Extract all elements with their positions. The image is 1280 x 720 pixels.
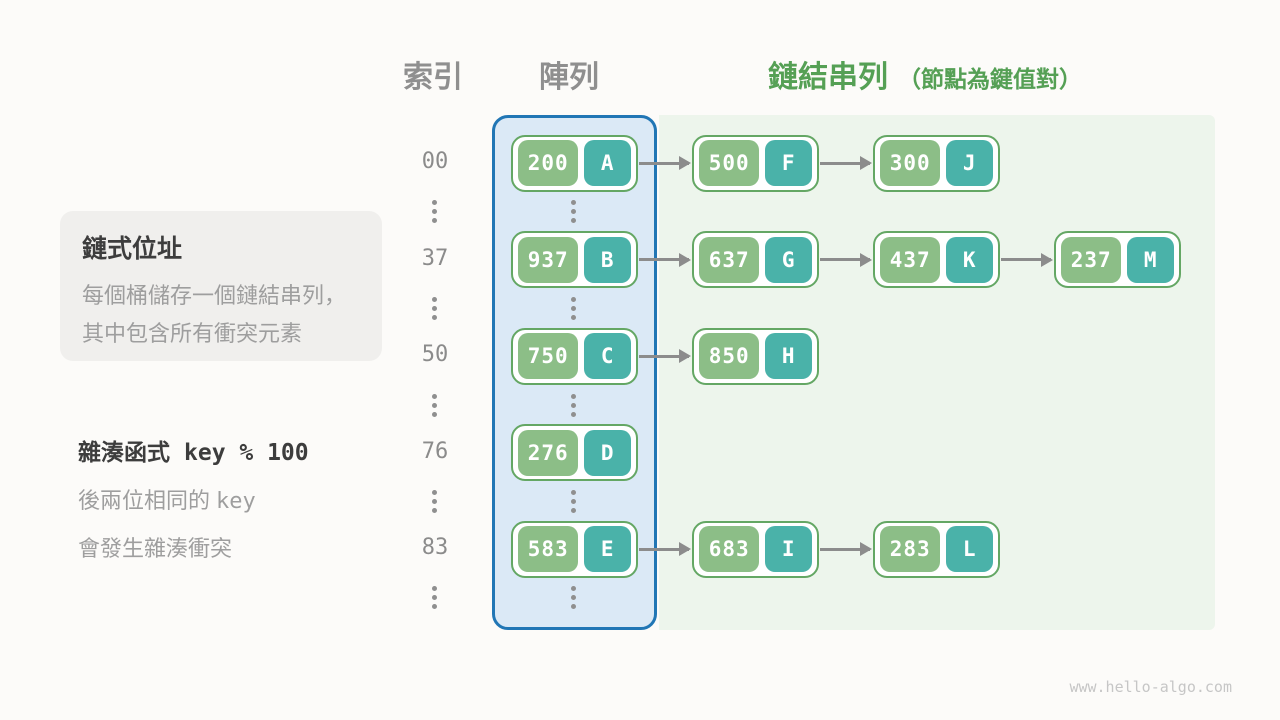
arrow-icon: [820, 542, 872, 556]
node-value: J: [946, 140, 993, 186]
ellipsis-icon: [432, 393, 437, 417]
node-key: 437: [880, 236, 941, 283]
hash-function-title: 雜湊函式 key % 100: [78, 433, 309, 467]
node-key: 937: [518, 236, 579, 283]
ellipsis-icon: [432, 200, 437, 223]
ellipsis-icon: [571, 586, 576, 609]
arrow-icon: [1001, 252, 1053, 267]
hash-function-label: 雜湊函式: [78, 439, 170, 465]
arrow-icon: [639, 542, 691, 556]
node-value: L: [946, 526, 993, 572]
node-value: F: [765, 140, 812, 186]
node-value: M: [1127, 236, 1174, 283]
node-value: D: [584, 429, 631, 476]
node-key: 637: [699, 236, 760, 283]
linked-list-header-note: （節點為鍵值對）: [898, 66, 1082, 92]
node-value: A: [584, 140, 631, 186]
index-label: 83: [421, 535, 449, 560]
node-key: 237: [1061, 236, 1122, 283]
index-label: 00: [421, 149, 449, 174]
node-key: 583: [518, 526, 579, 572]
node-key: 683: [699, 526, 760, 572]
arrow-icon: [820, 156, 872, 170]
hash-note-line: 會發生雜湊衝突: [78, 536, 233, 561]
ellipsis-icon: [571, 490, 576, 513]
node-key: 850: [699, 333, 760, 379]
index-label: 76: [421, 438, 449, 464]
node-key: 500: [699, 140, 760, 186]
ellipsis-icon: [571, 297, 576, 320]
arrow-icon: [639, 156, 691, 170]
node-value: H: [765, 333, 812, 379]
array-column-header: 陣列: [539, 61, 599, 94]
node-value: B: [584, 236, 631, 283]
info-box-line: 其中包含所有衝突元素: [82, 321, 303, 346]
node-value: C: [584, 333, 631, 379]
chaining-info-box: 鏈式位址 每個桶儲存一個鏈結串列， 其中包含所有衝突元素: [60, 211, 382, 361]
node-value: K: [946, 236, 993, 283]
ellipsis-icon: [571, 393, 576, 417]
node-key: 283: [880, 526, 941, 572]
node-key: 300: [880, 140, 941, 186]
node-key: 276: [518, 429, 579, 476]
info-box-line: 每個桶儲存一個鏈結串列，: [82, 283, 347, 308]
node-value: G: [765, 236, 812, 283]
node-key: 750: [518, 333, 579, 379]
node-key: 200: [518, 140, 579, 186]
index-label: 37: [421, 245, 449, 271]
node-value: I: [765, 526, 812, 572]
info-box-title: 鏈式位址: [82, 235, 183, 263]
linked-list-column-header: 鏈結串列 （節點為鍵值對）: [768, 52, 1082, 96]
ellipsis-icon: [432, 586, 437, 609]
linked-list-header-label: 鏈結串列: [768, 61, 888, 94]
index-column-header: 索引: [403, 61, 463, 94]
ellipsis-icon: [432, 297, 437, 320]
node-value: E: [584, 526, 631, 572]
ellipsis-icon: [432, 490, 437, 513]
arrow-icon: [639, 252, 691, 267]
arrow-icon: [820, 252, 872, 267]
ellipsis-icon: [571, 200, 576, 223]
watermark: www.hello-algo.com: [1069, 678, 1232, 696]
arrow-icon: [639, 349, 691, 363]
index-label: 50: [421, 342, 449, 367]
hash-function-code: key % 100: [184, 440, 309, 466]
